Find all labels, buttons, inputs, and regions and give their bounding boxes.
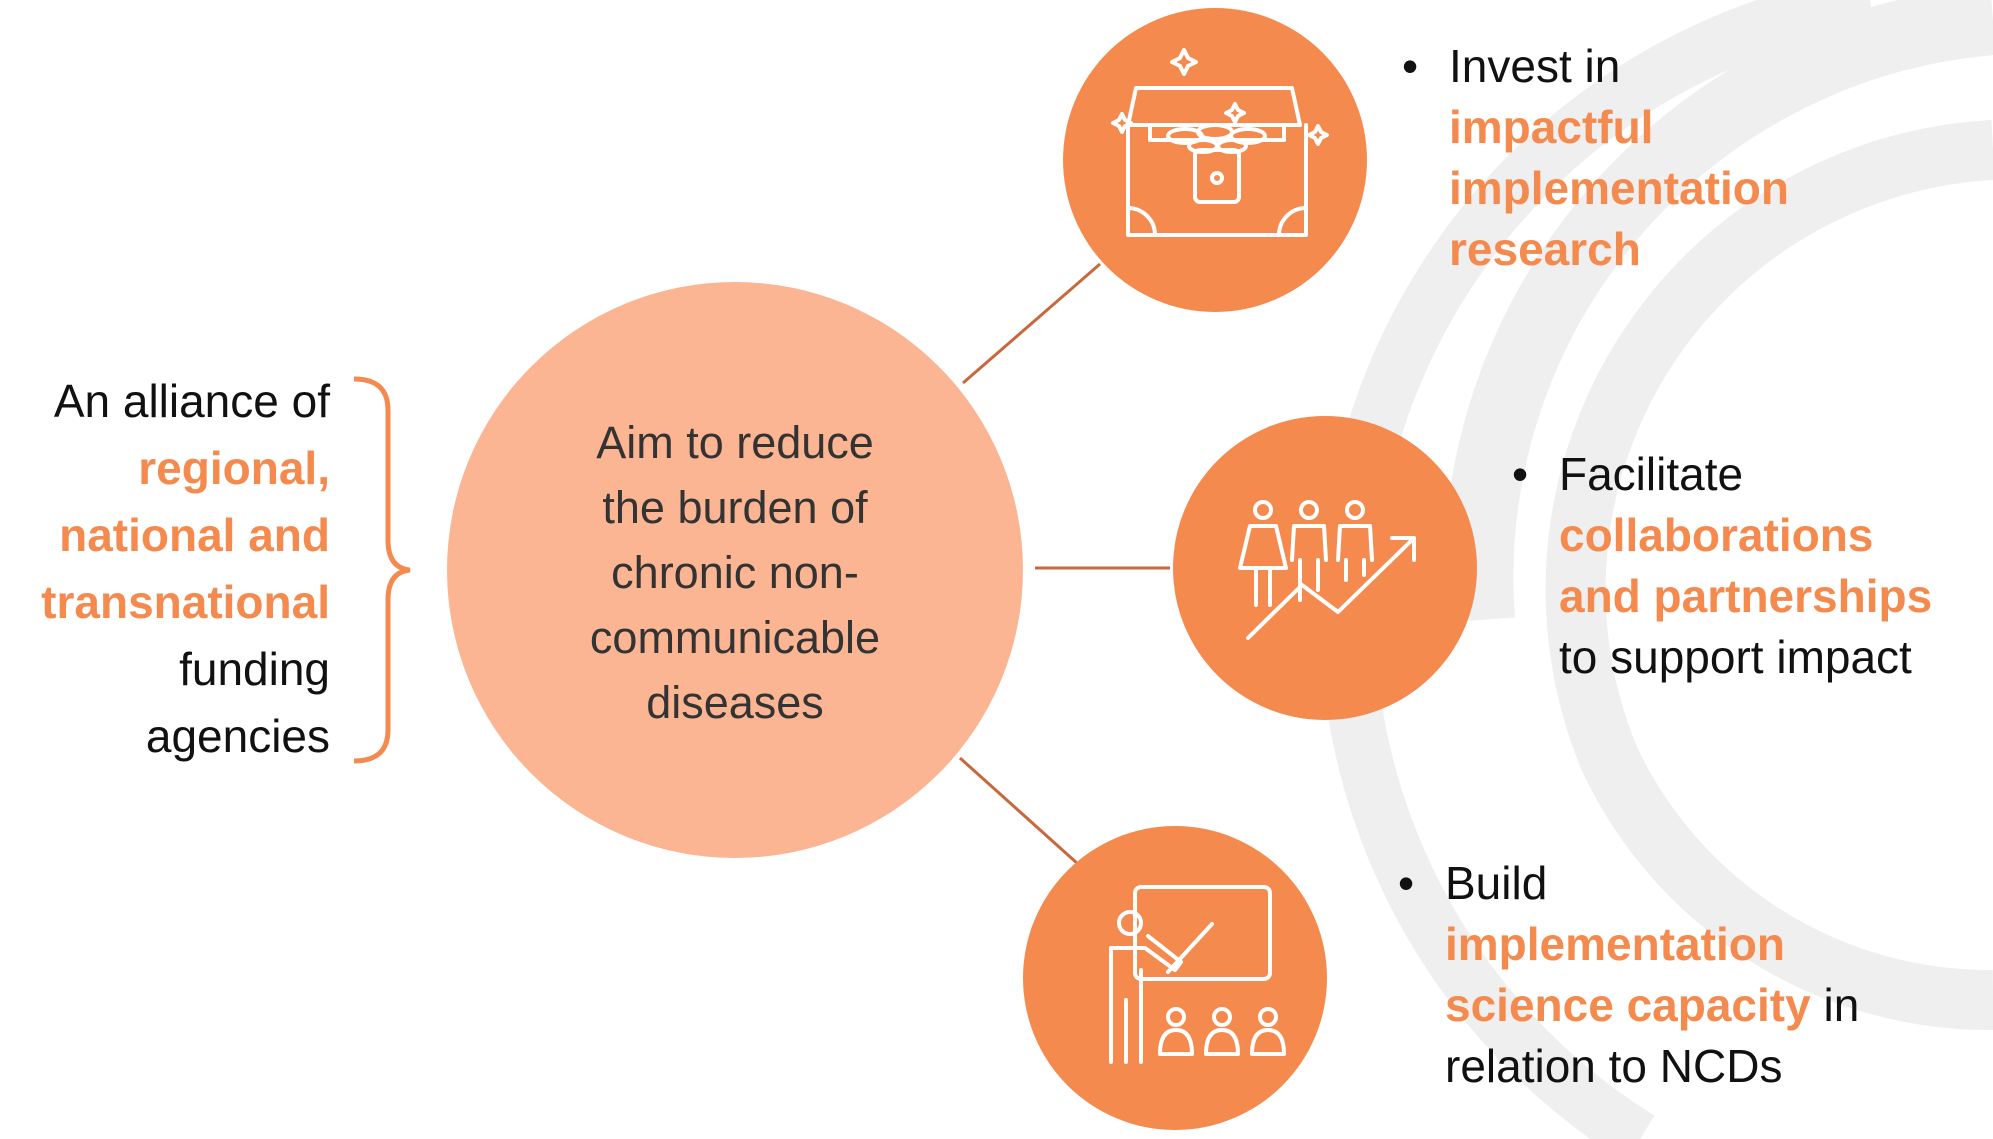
bullet-marker: • <box>1402 40 1419 92</box>
branch-bottom-line-3-rest: in <box>1810 979 1860 1031</box>
alliance-line-5: funding <box>179 643 330 695</box>
branch-top-line-2: impactful <box>1449 101 1654 153</box>
treasure-chest-icon <box>1111 48 1329 237</box>
branch-middle-line-4: to support impact <box>1559 631 1912 683</box>
alliance-line-6: agencies <box>145 710 330 762</box>
branch-circle-middle <box>1173 416 1477 720</box>
branch-middle-line-1: Facilitate <box>1559 448 1744 500</box>
aim-line-2: the burden of <box>602 482 868 533</box>
aim-line-3: chronic non- <box>611 547 859 598</box>
aim-line-4: communicable <box>589 612 881 663</box>
alliance-line-4: transnational <box>41 576 330 628</box>
alliance-line-2: regional, <box>138 442 330 494</box>
curly-brace <box>353 376 411 764</box>
bullet-marker: • <box>1398 857 1415 909</box>
alliance-line-3: national and <box>59 509 330 561</box>
alliance-line-1: An alliance of <box>53 375 330 427</box>
alliance-description: An alliance of regional, national and tr… <box>10 368 330 770</box>
branch-middle-line-2: collaborations <box>1559 509 1874 561</box>
branch-text-top: • Invest in impactful implementation res… <box>1402 36 1962 280</box>
branch-bottom-line-2: implementation <box>1445 918 1785 970</box>
branch-top-line-1: Invest in <box>1449 40 1621 92</box>
branch-bottom-line-3: science capacity in <box>1445 975 1958 1036</box>
presentation-icon <box>1109 885 1286 1064</box>
branch-bottom-line-4: relation to NCDs <box>1445 1040 1783 1092</box>
branch-middle-line-3: and partnerships <box>1559 570 1933 622</box>
aim-line-1: Aim to reduce <box>596 417 874 468</box>
connector-bottom <box>958 756 1080 866</box>
center-circle <box>447 282 1023 858</box>
team-growth-icon <box>1238 500 1416 640</box>
bullet-marker: • <box>1512 448 1529 500</box>
branch-text-bottom: • Build implementation science capacity … <box>1398 853 1958 1097</box>
aim-line-5: diseases <box>646 677 824 728</box>
branch-top-line-4: research <box>1449 223 1641 275</box>
connector-top <box>962 262 1101 385</box>
center-aim-text: Aim to reduce the burden of chronic non-… <box>540 410 930 735</box>
branch-circle-top <box>1063 8 1367 312</box>
branch-bottom-line-1: Build <box>1445 857 1548 909</box>
branch-text-middle: • Facilitate collaborations and partners… <box>1512 444 1992 688</box>
branch-top-line-3: implementation <box>1449 162 1789 214</box>
branch-bottom-line-3-highlight: science capacity <box>1445 979 1811 1031</box>
